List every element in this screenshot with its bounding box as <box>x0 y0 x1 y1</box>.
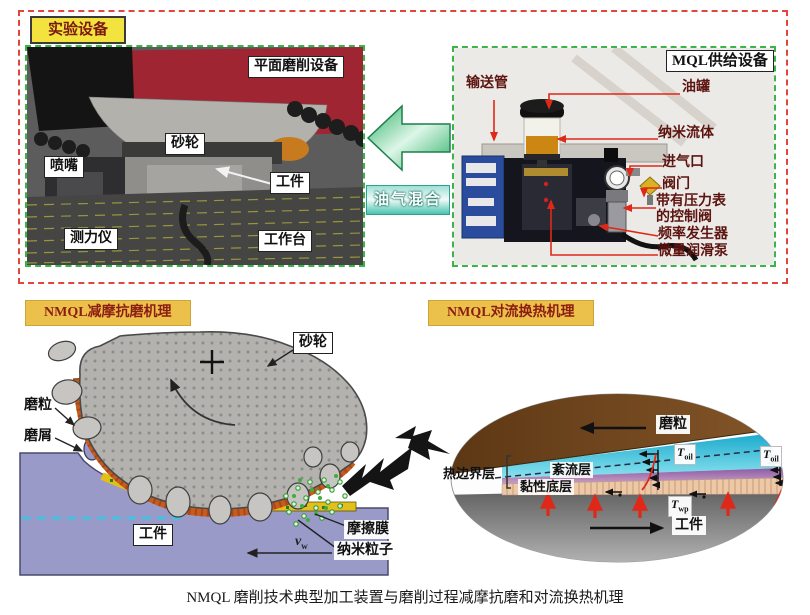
label-air-inlet: 进气口 <box>662 155 704 170</box>
regulator-icon <box>604 148 699 262</box>
mql-title-badge: MQL供给设备 <box>666 50 774 72</box>
mechanism-leader-lines <box>54 349 347 549</box>
label-grain-heat: 磨粒 <box>656 415 690 434</box>
label-worktable: 工作台 <box>258 230 312 252</box>
velocity-symbol: v <box>295 534 302 549</box>
grinding-wheel-shape <box>78 330 368 510</box>
label-valve: 阀门 <box>662 177 690 192</box>
label-dynamometer: 测力仪 <box>64 228 118 250</box>
boundary-layer-bracket <box>506 455 511 489</box>
rotation-arrow <box>170 378 236 426</box>
cable-icon <box>179 203 212 267</box>
label-micro-pump: 微量润滑泵 <box>658 244 728 259</box>
left-arrow-icon <box>366 104 451 172</box>
label-nanofluid: 纳米流体 <box>658 126 714 141</box>
label-temp-workpiece: Twp <box>668 496 692 518</box>
background-pipes <box>571 44 717 147</box>
label-frequency-generator: 频率发生器 <box>658 227 728 242</box>
sublayer-flow-marks <box>604 488 706 499</box>
label-turbulent-layer: 紊流层 <box>550 462 594 478</box>
velocity-subscript: w <box>301 540 308 551</box>
label-temp-oil-2: Toil <box>760 446 782 468</box>
spray-nozzle-icon <box>342 447 412 496</box>
mql-photo-illustration <box>454 44 774 265</box>
workpiece-zone <box>451 488 783 562</box>
temp-oil-subscript: oil <box>684 452 693 462</box>
temp-symbol: T <box>671 497 679 511</box>
mql-jet-icon <box>395 426 450 460</box>
figure-caption: NMQL 磨削技术典型加工装置与磨削过程减摩抗磨和对流换热机理 <box>186 590 624 606</box>
wheel-center-cross <box>200 350 224 374</box>
heat-title-badge: NMQL对流换热机理 <box>428 300 594 326</box>
oil-cup-icon <box>520 99 564 167</box>
label-viscous-sublayer: 黏性底层 <box>518 479 575 495</box>
callout-leader-lines <box>490 93 680 256</box>
experiment-panel <box>18 10 788 284</box>
temp-symbol: T <box>677 445 685 459</box>
label-control-valve-line2: 的控制阀 <box>656 210 712 225</box>
temp-wp-subscript: wp <box>678 504 689 514</box>
workpiece-pointer-arrow <box>215 166 273 185</box>
friction-mechanism-illustration <box>19 330 412 576</box>
label-control-valve-line1: 带有压力表 <box>656 194 726 209</box>
label-debris: 磨屑 <box>24 429 52 444</box>
label-workpiece-mech: 工件 <box>133 524 173 546</box>
temp-oil-subscript: oil <box>770 454 779 464</box>
heat-mechanism-illustration <box>395 393 784 563</box>
label-workpiece-photo: 工件 <box>270 172 310 194</box>
mql-photo-panel <box>452 44 776 267</box>
label-workpiece-heat: 工件 <box>672 516 706 535</box>
label-abrasive-grain: 磨粒 <box>24 398 52 413</box>
label-grinding-wheel: 砂轮 <box>165 133 205 155</box>
label-thermal-boundary-layer: 热边界层 <box>443 466 496 481</box>
label-friction-film: 摩擦膜 <box>344 520 392 539</box>
boundary-dashed-curve <box>494 447 783 479</box>
grinder-title-badge: 平面磨削设备 <box>248 56 344 78</box>
label-temp-oil-1: Toil <box>674 444 696 466</box>
temp-symbol: T <box>763 447 771 461</box>
friction-title-badge: NMQL减摩抗磨机理 <box>25 300 191 326</box>
abrasive-grains <box>47 340 360 525</box>
label-oil-tank: 油罐 <box>682 80 710 95</box>
label-delivery-pipe: 输送管 <box>466 76 508 91</box>
label-nozzle: 喷嘴 <box>44 156 84 178</box>
experiment-title-badge: 实验设备 <box>30 16 127 44</box>
label-workpiece-velocity: vw <box>295 534 308 551</box>
label-wheel-mech: 砂轮 <box>293 332 333 354</box>
label-nanoparticles: 纳米粒子 <box>334 541 396 560</box>
oil-gas-mixing-badge: 油气混合 <box>366 185 450 215</box>
